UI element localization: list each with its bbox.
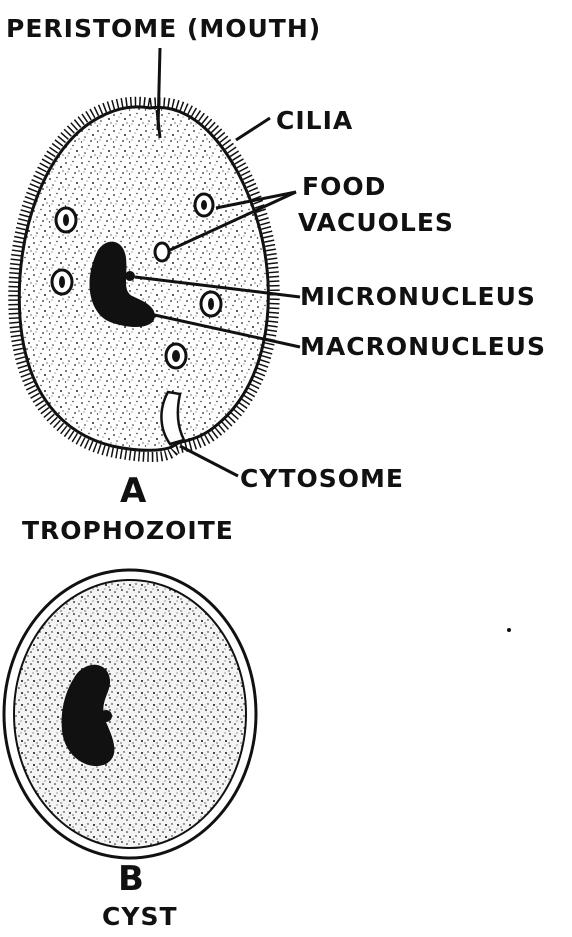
stray-speck — [507, 628, 511, 632]
figure-b-letter: B — [118, 862, 144, 896]
label-cytosome: CYTOSOME — [240, 466, 404, 491]
leader-peristome — [158, 48, 160, 130]
cyst-cell — [4, 570, 256, 858]
figure-a-title: TROPHOZOITE — [22, 518, 234, 543]
leader-cytosome — [180, 446, 238, 476]
label-cilia: CILIA — [276, 108, 353, 133]
label-peristome: PERISTOME (MOUTH) — [6, 16, 321, 41]
label-food-vacuoles-line2: VACUOLES — [298, 210, 454, 235]
micronucleus-dot — [125, 271, 135, 281]
cyst-micronucleus — [100, 710, 112, 722]
label-micronucleus: MICRONUCLEUS — [300, 284, 536, 309]
leader-cilia — [236, 118, 270, 140]
cyst-body — [14, 580, 246, 848]
label-food-vacuoles-line1: FOOD — [302, 174, 386, 199]
figure-a-letter: A — [120, 474, 146, 508]
figure-b-title: CYST — [102, 904, 178, 929]
label-macronucleus: MACRONUCLEUS — [300, 334, 546, 359]
